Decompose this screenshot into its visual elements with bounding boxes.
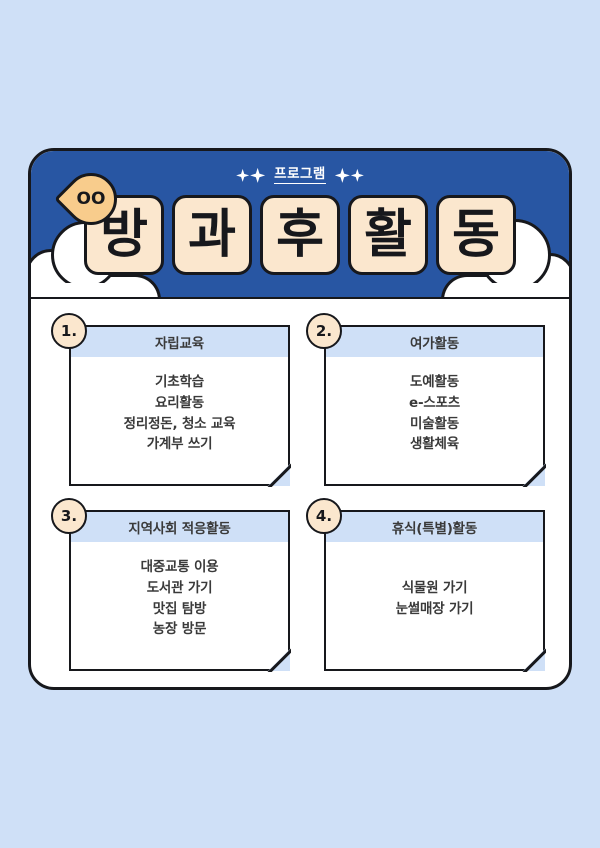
card-number-badge: 4. (306, 498, 342, 534)
card-number-badge: 1. (51, 313, 87, 349)
title-tile-2: 과 (172, 195, 252, 275)
card-number-badge: 3. (51, 498, 87, 534)
card-item: 맛집 탐방 (152, 600, 207, 617)
card-item: 농장 방문 (152, 621, 207, 638)
pin-badge: OO (54, 162, 128, 236)
sparkle-diamond-icon (350, 168, 364, 182)
program-card-2: 2. 여가활동 도예활동 e-스포츠 미술활동 생활체육 (306, 313, 545, 486)
card-item: 도예활동 (410, 373, 459, 390)
card-title: 지역사회 적응활동 (128, 521, 231, 537)
program-card-1: 1. 자립교육 기초학습 요리활동 정리정돈, 청소 교육 가계부 쓰기 (51, 313, 290, 486)
title-tile-4: 활 (348, 195, 428, 275)
card-item: 미술활동 (410, 415, 459, 432)
card-item: 식물원 가기 (401, 579, 468, 596)
card-item: 눈썰매장 가기 (395, 600, 474, 617)
card-header: 지역사회 적응활동 (71, 512, 288, 542)
card-item: 도서관 가기 (146, 579, 213, 596)
card-body: 식물원 가기 눈썰매장 가기 (326, 542, 543, 669)
poster-frame: 프로그램 방 과 후 활 동 OO 1. 자립교육 기초학습 요리 (28, 148, 572, 690)
sparkle-diamond-icon (250, 167, 266, 183)
sparkle-group-right (334, 167, 364, 183)
card-item: e-스포츠 (408, 394, 461, 411)
program-card-3: 3. 지역사회 적응활동 대중교통 이용 도서관 가기 맛집 탐방 농장 방문 (51, 498, 290, 671)
sparkle-diamond-icon (334, 167, 350, 183)
card-item: 요리활동 (155, 394, 204, 411)
card-title: 휴식(특별)활동 (391, 521, 478, 537)
title-tile-3: 후 (260, 195, 340, 275)
card-body: 대중교통 이용 도서관 가기 맛집 탐방 농장 방문 (71, 542, 288, 669)
title-tile-5: 동 (436, 195, 516, 275)
card-header: 자립교육 (71, 327, 288, 357)
sparkle-group-left (236, 167, 266, 183)
program-cards-grid: 1. 자립교육 기초학습 요리활동 정리정돈, 청소 교육 가계부 쓰기 2. … (31, 299, 569, 687)
card-item: 기초학습 (155, 373, 204, 390)
card-item: 생활체육 (410, 436, 459, 453)
card-header: 여가활동 (326, 327, 543, 357)
program-card-4: 4. 휴식(특별)활동 식물원 가기 눈썰매장 가기 (306, 498, 545, 671)
program-label: 프로그램 (274, 166, 326, 184)
sparkle-diamond-icon (236, 168, 250, 182)
card-item: 가계부 쓰기 (146, 436, 213, 453)
poster-header: 프로그램 방 과 후 활 동 OO (31, 151, 569, 299)
card-title: 여가활동 (410, 336, 459, 352)
card-header: 휴식(특별)활동 (326, 512, 543, 542)
card-title: 자립교육 (155, 336, 204, 352)
pin-badge-label: OO (76, 189, 106, 209)
program-eyebrow-row: 프로그램 (31, 167, 569, 184)
card-body: 도예활동 e-스포츠 미술활동 생활체육 (326, 357, 543, 484)
card-number-badge: 2. (306, 313, 342, 349)
card-body: 기초학습 요리활동 정리정돈, 청소 교육 가계부 쓰기 (71, 357, 288, 484)
card-item: 정리정돈, 청소 교육 (123, 415, 236, 432)
title-tile-row: 방 과 후 활 동 (31, 195, 569, 275)
card-item: 대중교통 이용 (140, 558, 219, 575)
